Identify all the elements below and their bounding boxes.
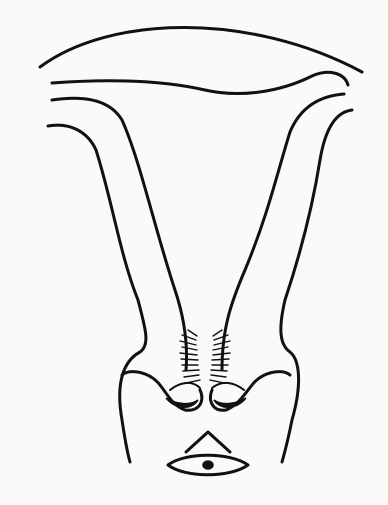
top-arch-curve: [40, 27, 362, 72]
horizontal-band-curve: [52, 72, 348, 93]
left-outer-wall: [48, 125, 146, 462]
left-lower-inner-curve: [170, 383, 200, 390]
right-fringe-hatching: [210, 330, 230, 383]
bottom-triangle: [186, 432, 230, 452]
left-fringe-hatching: [180, 330, 200, 383]
right-lower-inner-curve: [212, 383, 244, 390]
right-outer-wall: [281, 110, 352, 462]
bottom-eye-pupil: [203, 461, 213, 469]
